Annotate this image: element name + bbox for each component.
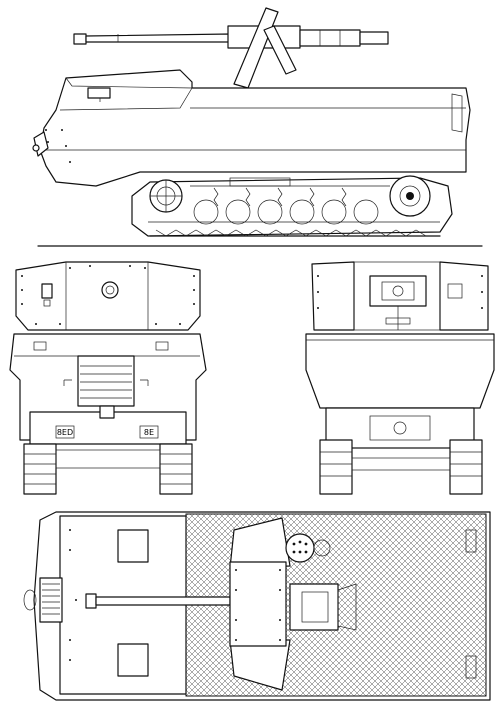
top-view <box>23 511 491 701</box>
front-plate-right: 8E <box>139 425 159 439</box>
front-hatch-1 <box>117 529 149 563</box>
side-hull <box>32 69 471 187</box>
hull-hatch <box>87 87 111 99</box>
rear-view <box>305 261 495 495</box>
ammo-rack <box>285 533 315 563</box>
front-view: 8ED 8E <box>9 261 207 495</box>
plate-label-left: 8ED <box>57 428 73 437</box>
plate-label-right: 8E <box>144 428 154 437</box>
side-gun <box>73 7 389 89</box>
shield-top-left <box>229 517 291 569</box>
side-view <box>32 7 483 247</box>
side-running-gear <box>131 175 453 237</box>
radiator-grill <box>77 355 135 407</box>
gun-mount <box>289 583 339 631</box>
front-plate-left: 8ED <box>55 425 75 439</box>
gun-breech <box>369 275 427 307</box>
front-hatch-2 <box>117 643 149 677</box>
